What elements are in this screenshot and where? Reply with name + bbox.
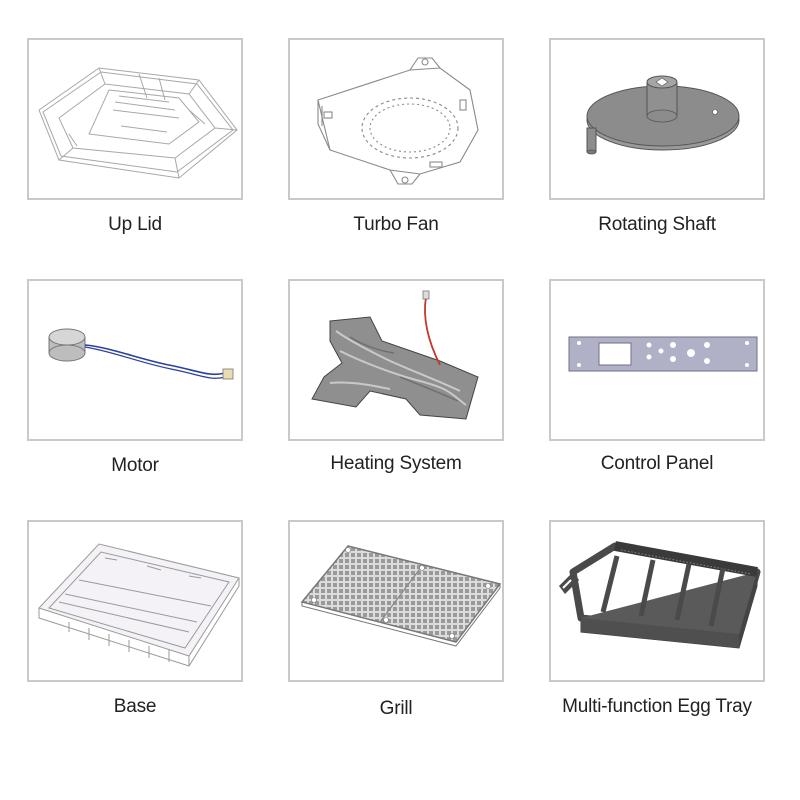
up-lid-icon: [38, 67, 238, 179]
rotating-shaft-icon: [586, 75, 740, 155]
part-label: Turbo Fan: [353, 214, 439, 235]
part-image-frame: [288, 520, 504, 682]
part-label: Up Lid: [108, 214, 162, 235]
motor-icon: [48, 328, 234, 380]
part-card-turbo-fan: Turbo Fan: [288, 38, 504, 235]
turbo-fan-icon: [317, 57, 479, 185]
part-card-grill: Grill: [288, 520, 504, 719]
part-card-heating-system: Heating System: [288, 279, 504, 474]
part-label: Control Panel: [600, 453, 714, 474]
heating-system-icon: [311, 290, 479, 420]
part-image-frame: [27, 279, 243, 441]
part-label: Heating System: [330, 453, 462, 474]
part-label: Multi-function Egg Tray: [562, 696, 752, 717]
part-label: Rotating Shaft: [598, 214, 716, 235]
part-card-egg-tray: Multi-function Egg Tray: [549, 520, 765, 717]
part-image-frame: [549, 38, 765, 200]
part-image-frame: [288, 38, 504, 200]
part-label: Base: [113, 696, 157, 717]
grill-icon: [300, 545, 502, 647]
base-icon: [38, 543, 240, 667]
part-image-frame: [27, 38, 243, 200]
part-image-frame: [549, 520, 765, 682]
part-card-control-panel: Control Panel: [549, 279, 765, 474]
part-image-frame: [27, 520, 243, 682]
part-image-frame: [549, 279, 765, 441]
part-card-base: Base: [27, 520, 243, 717]
egg-tray-icon: [559, 541, 761, 649]
part-card-up-lid: Up Lid: [27, 38, 243, 235]
part-label: Grill: [379, 698, 413, 719]
part-card-motor: Motor: [27, 279, 243, 476]
part-card-rotating-shaft: Rotating Shaft: [549, 38, 765, 235]
part-label: Motor: [111, 455, 159, 476]
part-image-frame: [288, 279, 504, 441]
control-panel-icon: [568, 336, 758, 372]
